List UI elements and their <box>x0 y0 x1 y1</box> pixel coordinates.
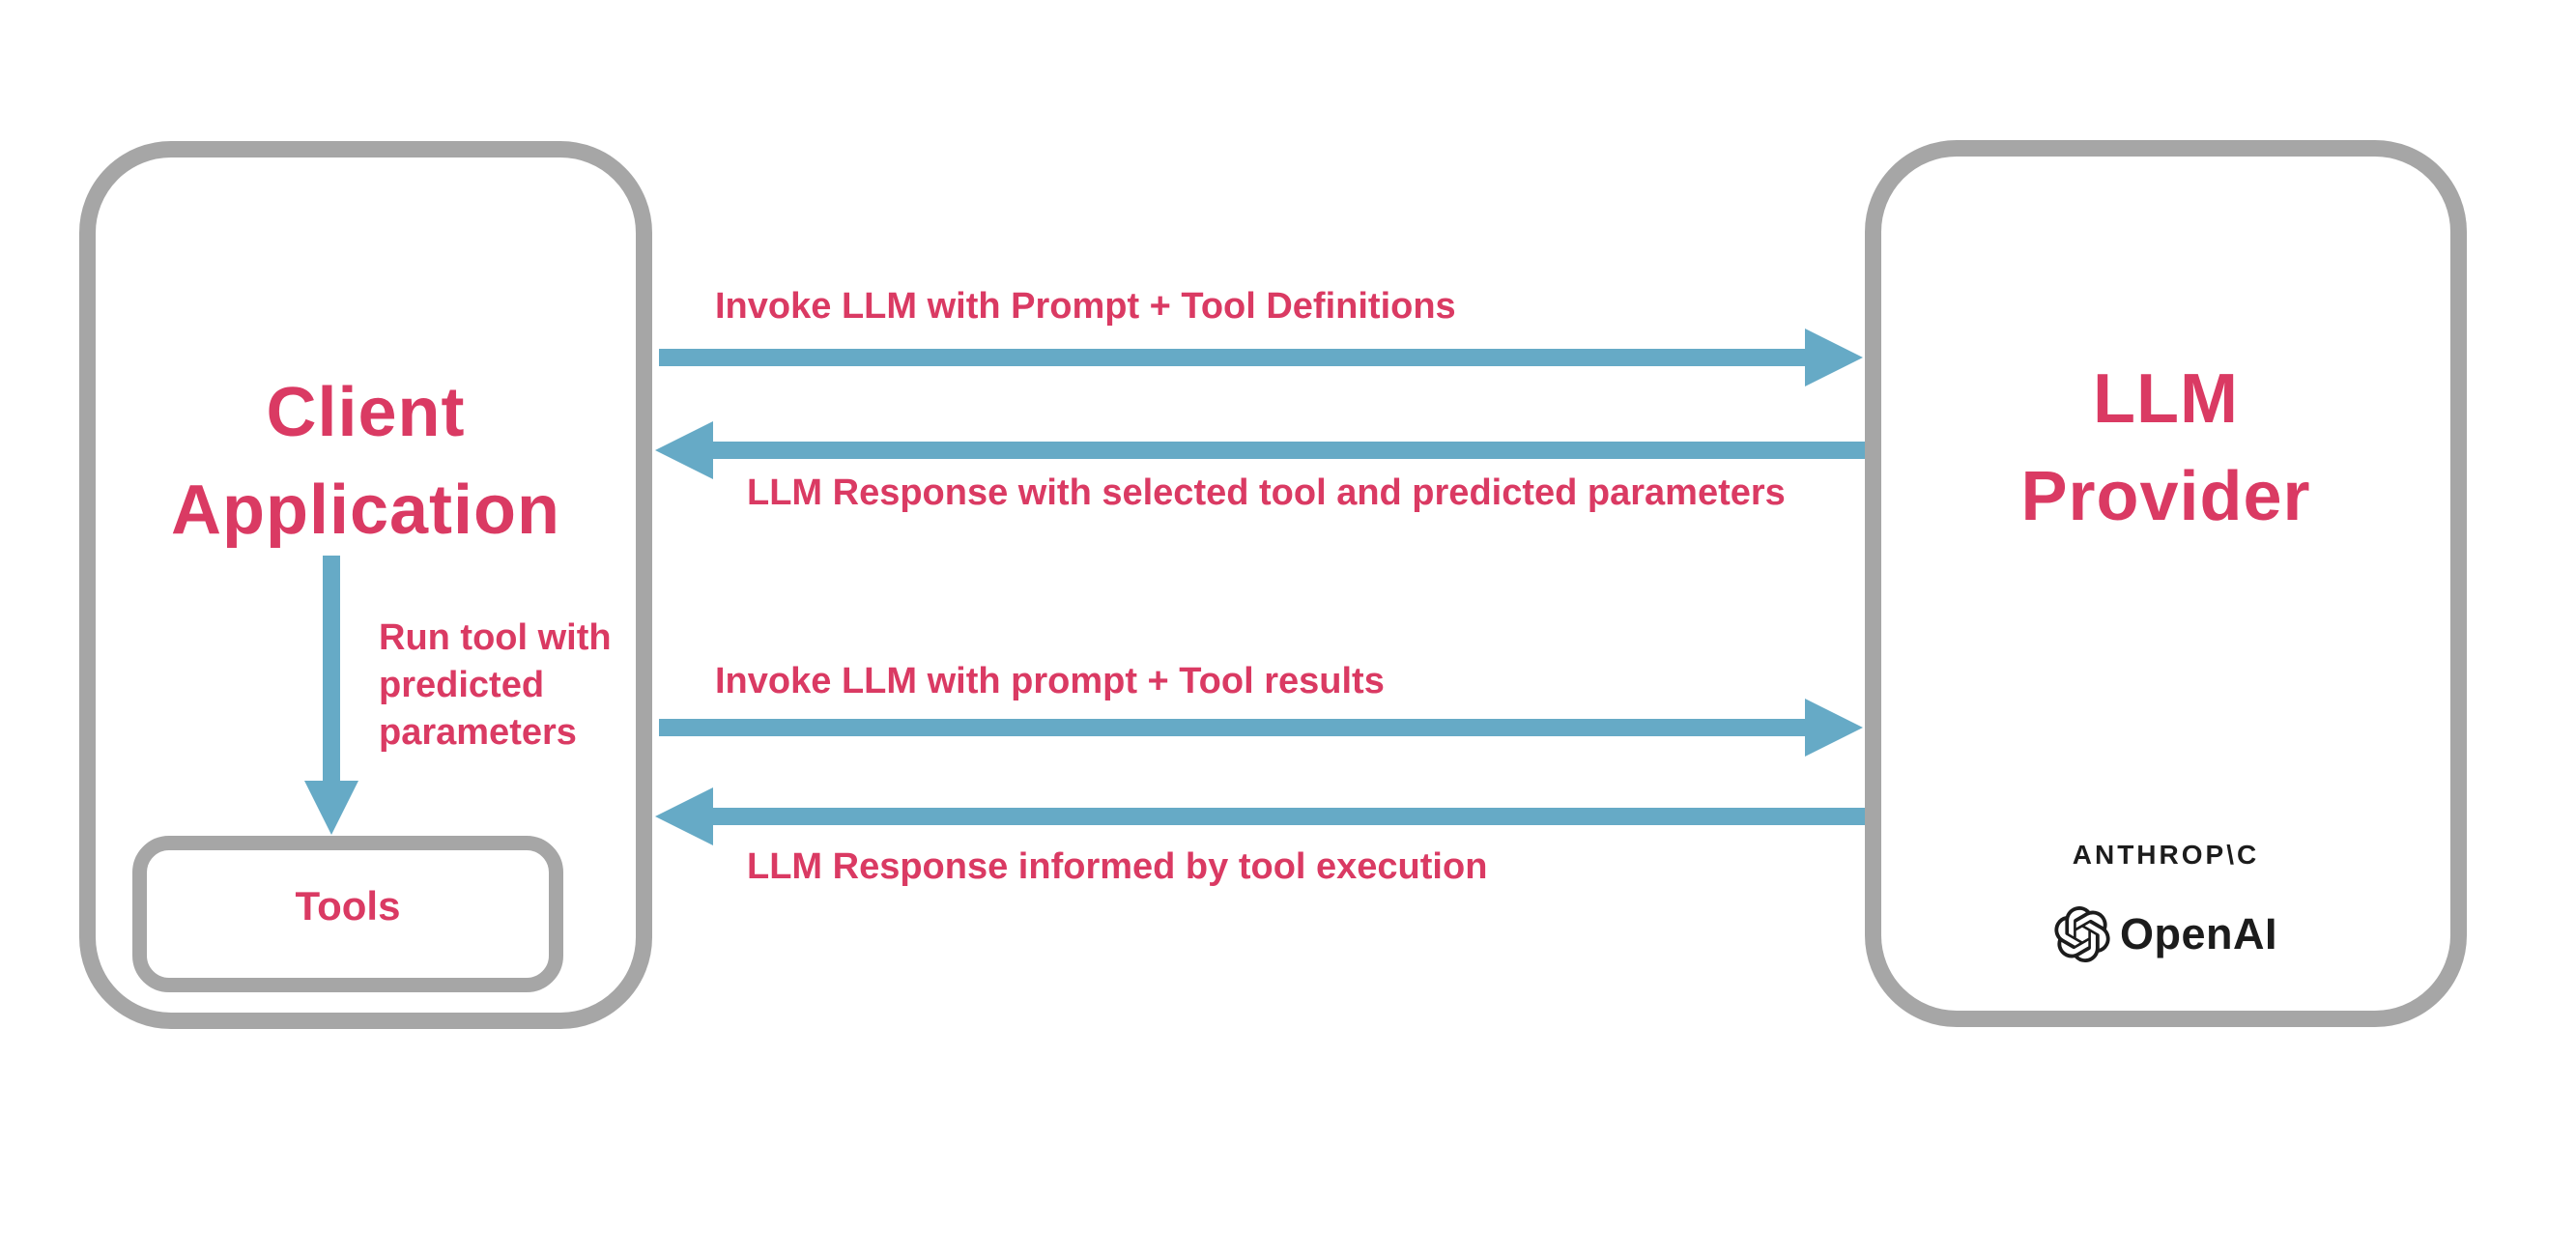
arrow2-shaft <box>713 442 1865 459</box>
openai-logo-icon <box>2054 906 2110 962</box>
arrow-right-icon <box>1805 329 1863 386</box>
tools-label: Tools <box>295 883 401 929</box>
arrow-down-icon <box>304 781 358 835</box>
arrow2-label: LLM Response with selected tool and pred… <box>747 472 1786 513</box>
client-title-line1: Client <box>266 374 466 451</box>
arrow3-label: Invoke LLM with prompt + Tool results <box>715 661 1385 701</box>
arrow-right-icon <box>1805 699 1863 757</box>
run-tool-label: Run tool with predicted parameters <box>379 617 612 753</box>
arrow-left-icon <box>655 787 713 845</box>
anthropic-wordmark: ANTHROP\C <box>2072 840 2260 870</box>
client-application-title: Client Application <box>79 364 652 559</box>
run-tool-arrow-shaft <box>323 556 340 781</box>
arrow4-label: LLM Response informed by tool execution <box>747 846 1488 887</box>
llm-provider-box <box>1865 140 2467 1027</box>
provider-title-line1: LLM <box>2093 360 2239 438</box>
arrow3-shaft <box>659 719 1805 736</box>
arrow-left-icon <box>655 421 713 479</box>
arrow4-shaft <box>713 808 1865 825</box>
openai-logo-row: OpenAI <box>1865 903 2467 965</box>
arrow1-label: Invoke LLM with Prompt + Tool Definition… <box>715 286 1456 327</box>
client-title-line2: Application <box>171 472 560 549</box>
provider-title-line2: Provider <box>2020 458 2311 535</box>
openai-wordmark: OpenAI <box>2119 909 2277 958</box>
tools-box <box>132 836 563 992</box>
llm-provider-title: LLM Provider <box>1865 351 2467 546</box>
arrow1-shaft <box>659 349 1805 366</box>
